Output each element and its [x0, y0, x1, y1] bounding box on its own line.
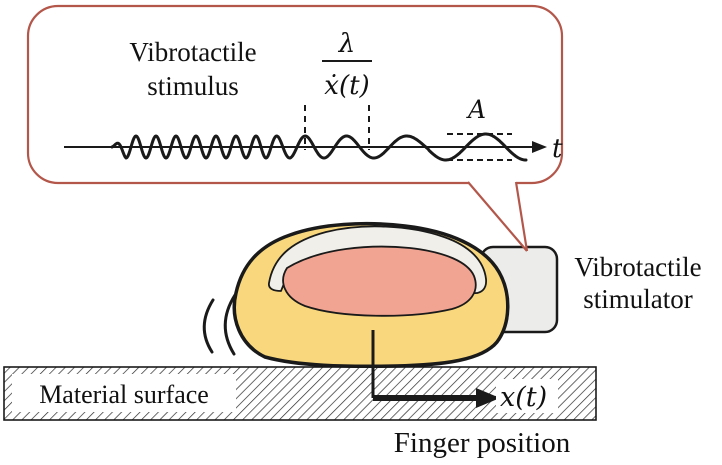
stimulator-label-line1: Vibrotactile: [574, 252, 701, 282]
callout-tail-left-edge: [467, 181, 528, 252]
stimulus-label-line2: stimulus: [147, 71, 239, 101]
amplitude-label: A: [466, 95, 486, 124]
callout-tail-right-edge: [514, 181, 529, 252]
time-axis-label: t: [552, 134, 563, 164]
motion-arc-inner: [223, 293, 237, 356]
time-axis-arrowhead: [532, 141, 547, 153]
material-surface-label-bg: [12, 374, 236, 412]
fraction-denominator: ẋ(t): [324, 71, 369, 101]
finger-position-caption: Finger position: [394, 427, 571, 459]
stimulator-label-line2: stimulator: [583, 284, 693, 314]
vibration-waveform: [110, 132, 528, 162]
callout-bubble: [26, 4, 564, 185]
position-label-bg: [496, 379, 558, 413]
material-surface-label: Material surface: [39, 380, 209, 409]
fraction-numerator: λ: [338, 29, 355, 59]
finger-pad: [282, 245, 477, 317]
finger-position-arrowhead: [476, 388, 500, 408]
motion-arc-outer: [202, 298, 215, 354]
stimulus-label-line1: Vibrotactile: [129, 37, 256, 67]
position-label: x(t): [500, 382, 547, 413]
